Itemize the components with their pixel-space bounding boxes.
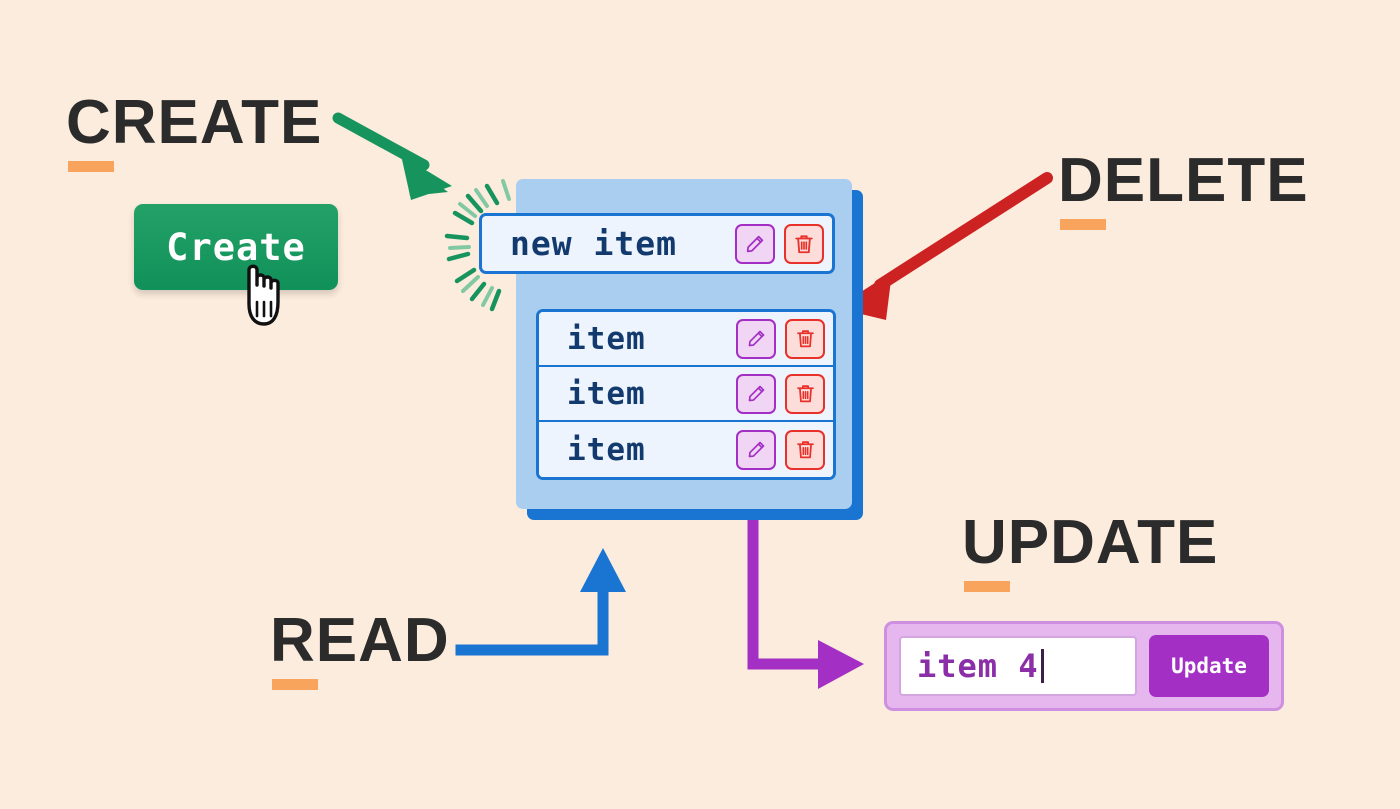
pencil-icon (748, 330, 764, 347)
pencil-icon (746, 235, 764, 252)
edit-button[interactable] (736, 429, 776, 470)
update-input[interactable]: item 4 (899, 636, 1137, 696)
blue-arrow-right-up-icon (455, 548, 626, 656)
update-label-underline (964, 581, 1010, 592)
create-label-text: CREATE (66, 88, 323, 157)
text-caret (1040, 649, 1044, 683)
table-row[interactable]: item (539, 422, 833, 477)
read-label-text: READ (270, 606, 450, 675)
delete-label: DELETE (1058, 150, 1309, 230)
list-item-stack: item item (536, 309, 836, 480)
list-item-label: new item (510, 224, 677, 263)
green-arrow-down-right-icon (332, 112, 452, 200)
trash-icon (796, 330, 814, 348)
delete-button[interactable] (785, 318, 825, 359)
list-item-new[interactable]: new item (479, 213, 835, 274)
delete-label-text: DELETE (1058, 146, 1309, 215)
red-arrow-down-left-icon (836, 172, 1053, 320)
update-label: UPDATE (962, 512, 1218, 592)
trash-icon (795, 234, 813, 253)
delete-button[interactable] (785, 373, 825, 414)
table-row[interactable]: item (539, 312, 833, 367)
read-label-underline (272, 679, 318, 690)
list-item-label: item (567, 375, 646, 412)
list-item-label: item (567, 320, 646, 357)
update-input-value: item 4 (917, 647, 1039, 685)
trash-icon (796, 385, 814, 403)
create-label-underline (68, 161, 114, 172)
read-label: READ (270, 610, 450, 690)
create-button[interactable]: Create (134, 204, 338, 290)
update-label-text: UPDATE (962, 508, 1219, 577)
create-label: CREATE (66, 92, 322, 172)
update-submit-button[interactable]: Update (1149, 635, 1269, 697)
list-item-label: item (567, 431, 646, 468)
delete-button[interactable] (785, 429, 825, 470)
edit-button[interactable] (735, 223, 775, 264)
create-button-label: Create (166, 225, 306, 269)
edit-button[interactable] (736, 318, 776, 359)
pencil-icon (748, 385, 764, 402)
trash-icon (796, 441, 814, 459)
delete-label-underline (1060, 219, 1106, 230)
pencil-icon (748, 441, 764, 458)
table-row[interactable]: item (539, 367, 833, 422)
update-widget: item 4 Update (884, 621, 1284, 711)
edit-button[interactable] (736, 373, 776, 414)
delete-button[interactable] (784, 223, 824, 264)
update-submit-label: Update (1171, 654, 1247, 678)
